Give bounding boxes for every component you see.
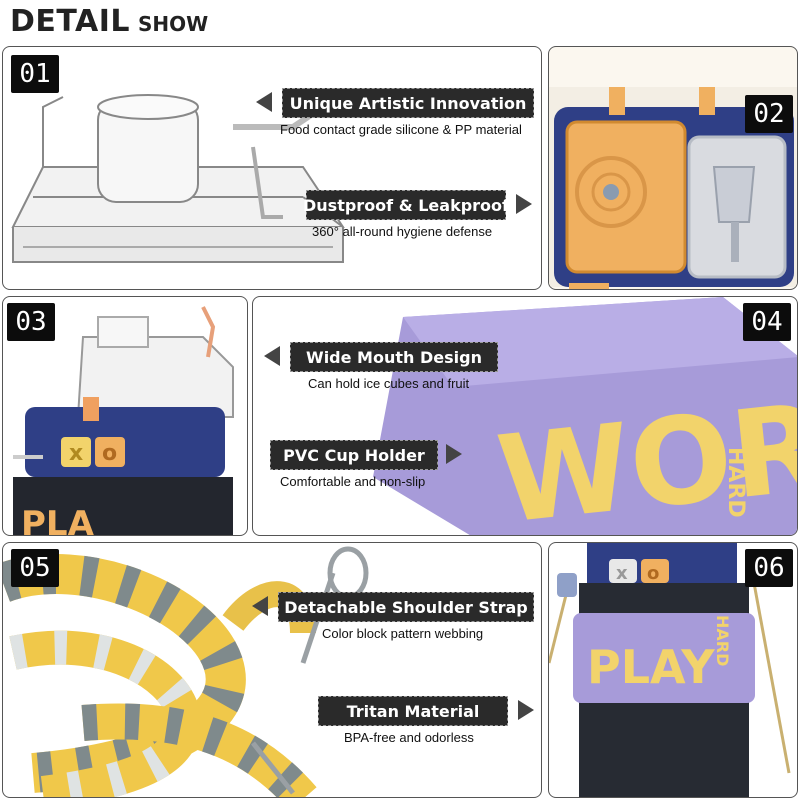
feature-callout: Detachable Shoulder Strap Color block pa… [250, 590, 540, 646]
panel-badge: 04 [743, 303, 791, 341]
feature-callout: Dustproof & Leakproof 360° all-round hyg… [303, 188, 546, 244]
panel-badge: 05 [11, 549, 59, 587]
feature-title: Dustproof & Leakproof [303, 190, 509, 220]
feature-subtitle: Can hold ice cubes and fruit [308, 376, 470, 391]
panel-badge: 02 [745, 95, 793, 133]
feature-callout: Unique Artistic Innovation Food contact … [250, 86, 550, 142]
title-main: DETAIL [10, 4, 131, 39]
callout-arrow [256, 92, 272, 112]
lid-open-illustration [549, 87, 797, 289]
panel-04: WOR HARD 04 [252, 296, 798, 536]
svg-text:x: x [69, 441, 83, 466]
panel-01: 01 [2, 46, 542, 290]
feature-callout: Wide Mouth Design Can hold ice cubes and… [264, 340, 504, 396]
panel-06: x o PLAY HARD 06 [548, 542, 798, 798]
feature-title: Detachable Shoulder Strap [278, 592, 534, 622]
panel-badge: 01 [11, 55, 59, 93]
strap-illustration [3, 546, 369, 797]
bottle-top-illustration: x o PLA [13, 306, 234, 536]
feature-title: Tritan Material [318, 696, 508, 726]
callout-arrow [264, 346, 280, 366]
callout-arrow [252, 596, 268, 616]
feature-subtitle: Food contact grade silicone & PP materia… [280, 122, 522, 137]
page-title: DETAIL SHOW [10, 4, 208, 40]
feature-callout: Tritan Material BPA-free and odorless [318, 694, 544, 750]
feature-subtitle: Color block pattern webbing [322, 626, 484, 641]
lid-illustration [11, 94, 345, 263]
callout-arrow [446, 444, 462, 464]
callout-arrow [518, 700, 534, 720]
bottle-print-text: PLA [21, 504, 95, 536]
sleeve-illustration: WOR HARD [373, 297, 797, 535]
title-sub: SHOW [138, 12, 209, 36]
feature-callout: PVC Cup Holder Comfortable and non-slip [270, 438, 480, 494]
bottle-print-text: PLAY [587, 640, 715, 694]
callout-arrow [516, 194, 532, 214]
panel-03: x o PLA 03 [2, 296, 248, 536]
panel-05: 05 [2, 542, 542, 798]
panel-badge: 06 [745, 549, 793, 587]
feature-subtitle: 360° all-round hygiene defense [312, 224, 493, 239]
feature-subtitle: Comfortable and non-slip [280, 474, 426, 489]
panel-02: 02 [548, 46, 798, 290]
svg-text:o: o [102, 441, 117, 466]
feature-subtitle: BPA-free and odorless [344, 730, 474, 745]
bottle-illustration: x o PLAY HARD [549, 543, 791, 797]
bottle-side-text: HARD [713, 615, 732, 666]
feature-title: PVC Cup Holder [270, 440, 438, 470]
panel-badge: 03 [7, 303, 55, 341]
svg-text:x: x [616, 563, 628, 584]
feature-title: Wide Mouth Design [290, 342, 498, 372]
feature-title: Unique Artistic Innovation [282, 88, 534, 118]
svg-text:o: o [647, 563, 659, 584]
sleeve-side-text: HARD [723, 447, 748, 518]
